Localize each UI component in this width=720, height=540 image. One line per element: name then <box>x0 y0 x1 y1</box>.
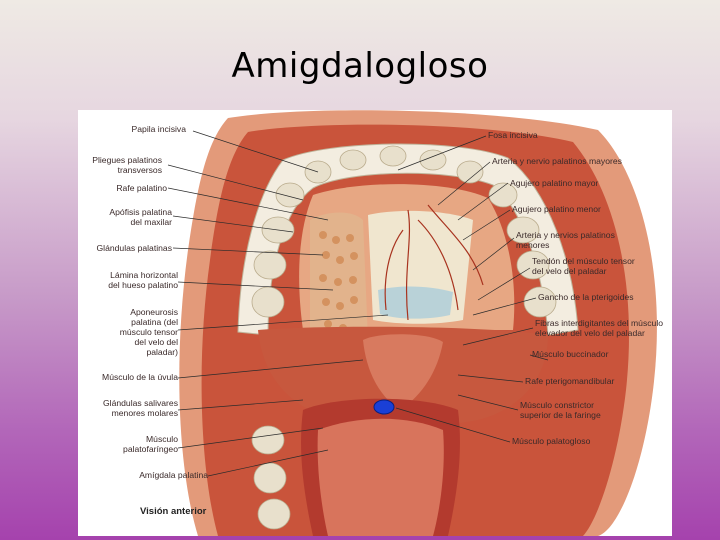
label-apofisis-palatina: Apófisis palatina del maxilar <box>109 207 172 227</box>
label-musculo-palatofaringeo: Músculo palatofaríngeo <box>123 434 178 454</box>
label-tendon-tensor: Tendón del músculo tensor del velo del p… <box>532 256 635 276</box>
slide-title: Amigdalogloso <box>231 46 489 86</box>
label-arteria-nervio-mayores: Arteria y nervio palatinos mayores <box>492 156 622 166</box>
figure-caption: Visión anterior <box>140 506 207 517</box>
label-fibras-interdigitantes: Fibras interdigitantes del músculo eleva… <box>535 318 664 338</box>
label-glandulas-palatinas: Glándulas palatinas <box>96 243 173 253</box>
label-agujero-palatino-menor: Agujero palatino menor <box>512 204 601 214</box>
label-gancho-pterigoides: Gancho de la pterigoides <box>538 292 634 302</box>
label-pliegues-palatinos: Pliegues palatinos transversos <box>92 155 162 175</box>
label-musculo-buccinador: Músculo buccinador <box>532 349 609 359</box>
label-musculo-uvula: Músculo de la úvula <box>102 372 178 382</box>
oral-cavity-illustration <box>78 110 672 536</box>
label-constrictor-superior: Músculo constrictor superior de la farin… <box>520 400 601 420</box>
label-rafe-pterigomandibular: Rafe pterigomandibular <box>525 376 615 386</box>
label-papila-incisiva: Papila incisiva <box>131 124 186 134</box>
highlight-marker <box>373 399 395 415</box>
label-agujero-palatino-mayor: Agujero palatino mayor <box>510 178 599 188</box>
label-aponeurosis-palatina: Aponeurosis palatina (del músculo tensor… <box>119 307 178 357</box>
label-fosa-incisiva: Fosa incisiva <box>488 130 538 140</box>
label-musculo-palatogloso: Músculo palatogloso <box>512 436 591 446</box>
label-lamina-horizontal: Lámina horizontal del hueso palatino <box>108 270 178 290</box>
label-amigdala-palatina: Amígdala palatina <box>139 470 208 480</box>
label-arteria-nervios-menores: Arteria y nervios palatinos menores <box>516 230 615 250</box>
label-rafe-palatino: Rafe palatino <box>116 183 167 193</box>
label-glandulas-salivares: Glándulas salivares menores molares <box>103 398 178 418</box>
anatomy-figure: Papila incisiva Pliegues palatinos trans… <box>78 110 672 536</box>
